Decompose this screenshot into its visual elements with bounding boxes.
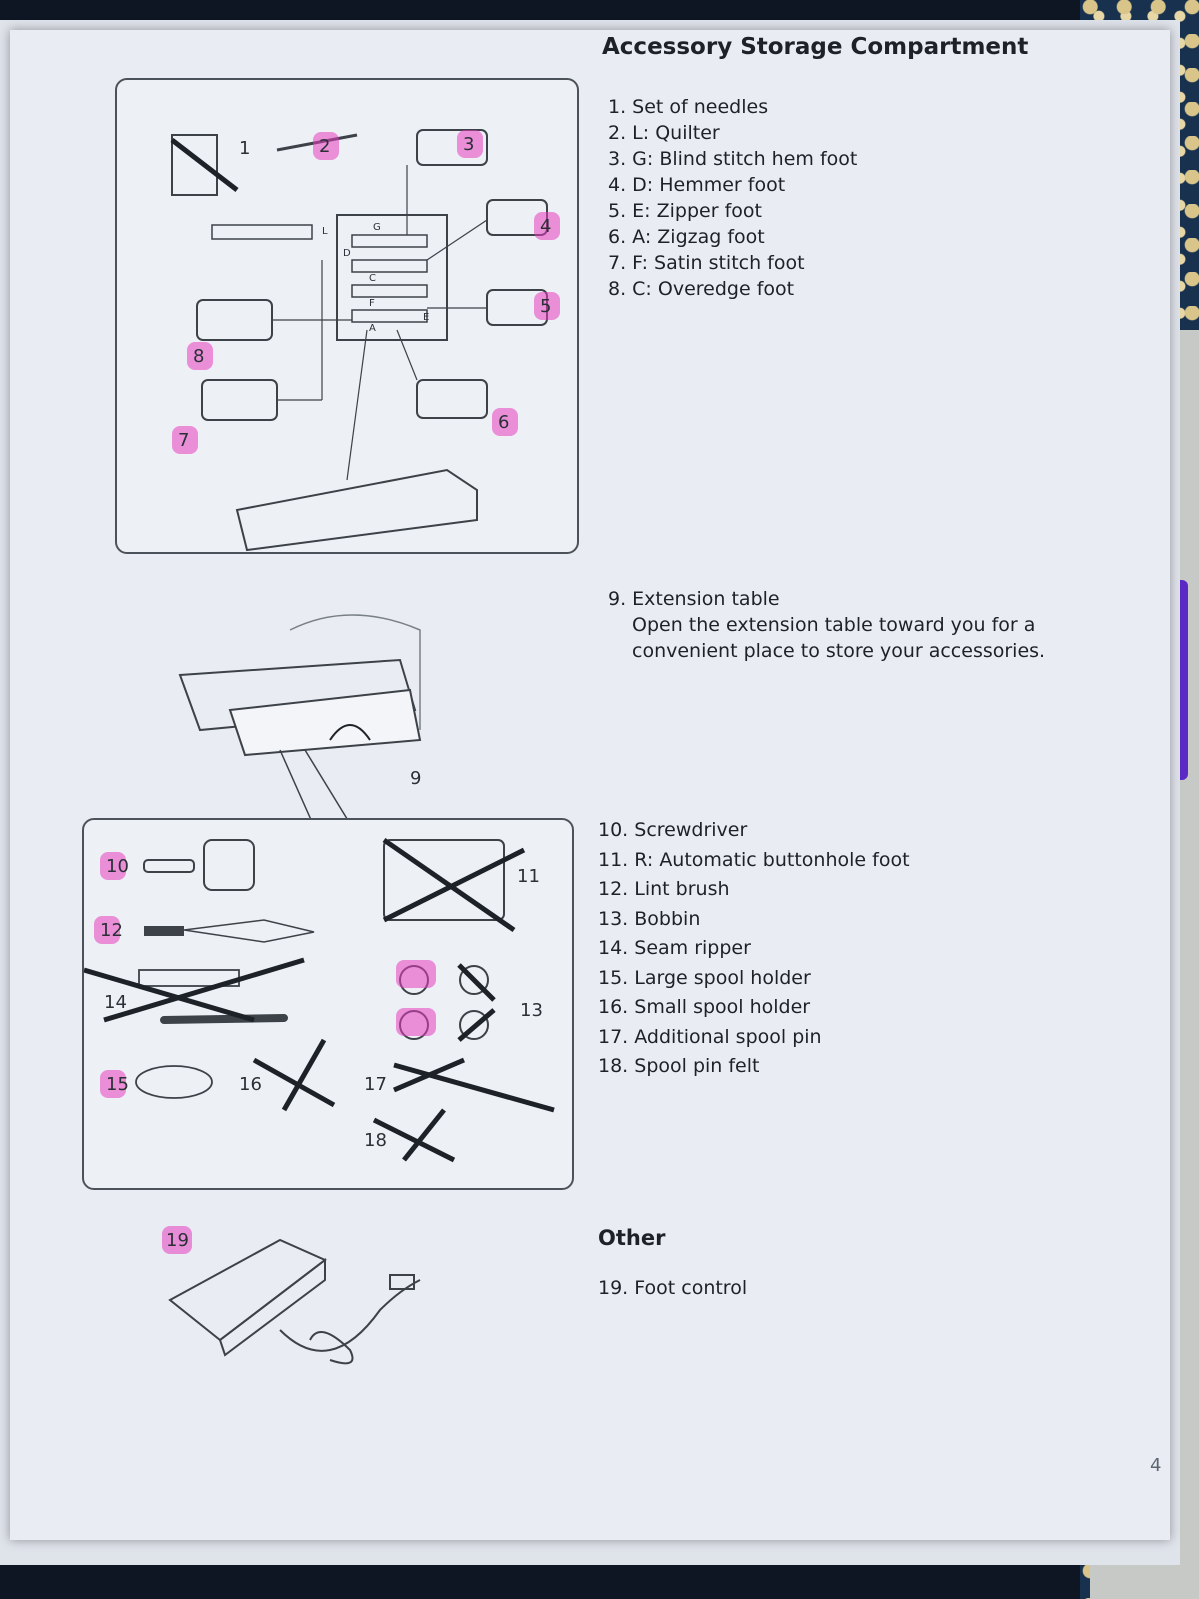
callout-17: 17 <box>364 1074 387 1095</box>
list-item: 2. L: Quilter <box>608 122 720 144</box>
highlight-mark <box>172 426 198 454</box>
manual-page: Accessory Storage Compartment <box>10 30 1170 1540</box>
highlight-mark <box>396 960 436 988</box>
callout-1: 1 <box>239 138 251 159</box>
accessory-list: 1. Set of needles 2. L: Quilter 3. G: Bl… <box>608 94 857 302</box>
accessories-diagram: 10 11 12 13 14 15 16 17 18 <box>82 818 574 1190</box>
extension-table-label: 9. Extension table <box>608 588 780 610</box>
slot-letter-d: D <box>343 248 351 259</box>
highlight-mark <box>396 1008 436 1036</box>
other-item: 19. Foot control <box>598 1277 748 1299</box>
slot-letter-l: L <box>322 226 328 237</box>
callout-13: 13 <box>520 1000 543 1021</box>
list-item: 18. Spool pin felt <box>598 1055 760 1077</box>
list-item: 3. G: Blind stitch hem foot <box>608 148 858 170</box>
list-item: 7. F: Satin stitch foot <box>608 252 805 274</box>
slot-letter-f: F <box>369 298 375 309</box>
highlight-mark <box>492 408 518 436</box>
list-item: 13. Bobbin <box>598 907 701 930</box>
other-heading: Other <box>598 1226 666 1250</box>
highlight-mark <box>187 342 213 370</box>
list-item: 17. Additional spool pin <box>598 1025 822 1048</box>
callout-14: 14 <box>104 992 127 1013</box>
callout-7: 7 <box>178 430 190 451</box>
callout-4: 4 <box>540 216 552 237</box>
callout-8: 8 <box>193 346 205 367</box>
slot-letter-a: A <box>369 323 376 334</box>
storage-compartment-diagram: 1 2 3 4 5 6 7 8 L G D C F A E <box>115 78 579 554</box>
callout-3: 3 <box>463 134 475 155</box>
callout-18: 18 <box>364 1130 387 1151</box>
highlight-mark <box>534 212 560 240</box>
list-item: 6. A: Zigzag foot <box>608 226 765 248</box>
callout-15: 15 <box>106 1074 129 1095</box>
highlight-mark <box>162 1226 192 1254</box>
slot-letter-c: C <box>369 273 376 284</box>
page-number: 4 <box>1150 1455 1162 1476</box>
callout-12: 12 <box>100 920 123 941</box>
list-item: 15. Large spool holder <box>598 966 811 989</box>
highlight-mark <box>100 1070 126 1098</box>
callout-2: 2 <box>319 136 331 157</box>
extension-table-illustration <box>178 614 422 840</box>
slot-letter-e: E <box>423 312 430 323</box>
list-item: 4. D: Hemmer foot <box>608 174 786 196</box>
list-item: 11. R: Automatic buttonhole foot <box>598 848 910 871</box>
callout-5: 5 <box>540 296 552 317</box>
accessories-illustration <box>84 837 555 1163</box>
callout-9: 9 <box>410 768 422 789</box>
page-title: Accessory Storage Compartment <box>602 34 1029 60</box>
accessory-list-continued: 10. Screwdriver 11. R: Automatic buttonh… <box>598 816 910 1082</box>
list-item: 1. Set of needles <box>608 96 769 118</box>
list-item: 14. Seam ripper <box>598 937 751 959</box>
highlight-mark <box>94 916 120 944</box>
highlight-mark <box>100 852 126 880</box>
list-item: 10. Screwdriver <box>598 819 748 841</box>
list-item: 16. Small spool holder <box>598 996 811 1018</box>
foot-control-illustration <box>168 1238 421 1365</box>
extension-table-description: 9. Extension table Open the extension ta… <box>608 586 1078 664</box>
list-item: 8. C: Overedge foot <box>608 278 795 300</box>
callout-6: 6 <box>498 412 510 433</box>
callout-10: 10 <box>106 856 129 877</box>
list-item: 12. Lint brush <box>598 878 730 900</box>
list-item: 5. E: Zipper foot <box>608 200 762 222</box>
extension-table-body: Open the extension table toward you for … <box>632 614 1046 662</box>
callout-19: 19 <box>166 1230 189 1251</box>
compartment-illustration <box>170 129 548 552</box>
highlight-mark <box>457 130 483 158</box>
highlight-mark <box>534 292 560 320</box>
slot-letter-g: G <box>373 222 381 233</box>
highlight-mark <box>313 132 339 160</box>
callout-11: 11 <box>517 866 540 887</box>
callout-16: 16 <box>239 1074 262 1095</box>
